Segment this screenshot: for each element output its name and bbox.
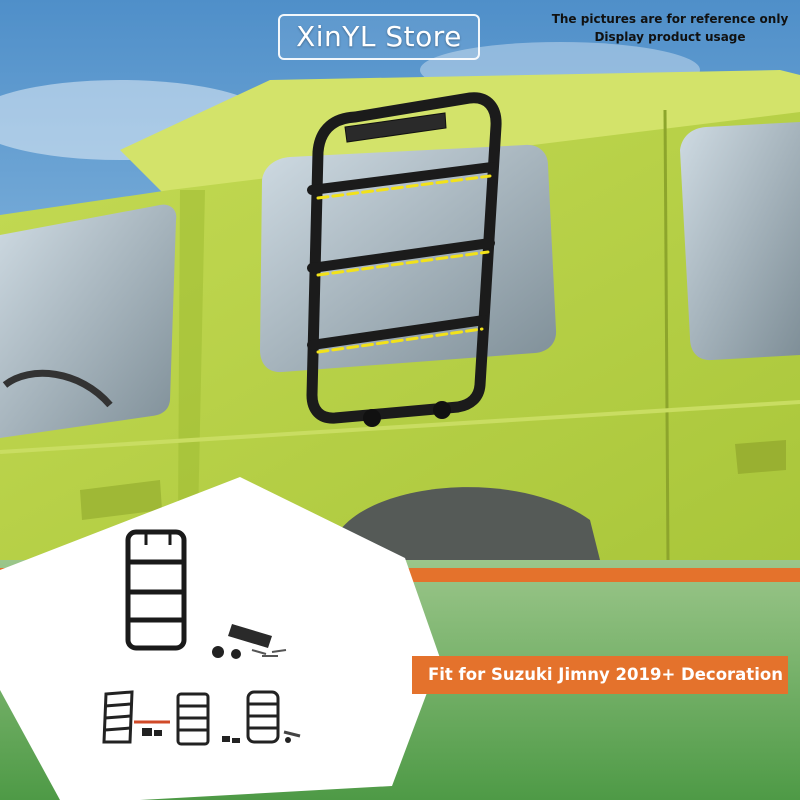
ladder-variant-1-icon	[102, 690, 170, 744]
cargo-window	[680, 122, 800, 361]
car-pillar	[178, 190, 205, 520]
store-logo: XinYL Store	[278, 14, 480, 60]
ladder-rung	[307, 162, 497, 195]
ladder-variant-2-icon	[176, 692, 240, 746]
rung-highlight	[316, 327, 484, 354]
product-panel	[0, 477, 440, 800]
ladder	[306, 92, 502, 427]
door-seam	[663, 109, 670, 561]
ladder-frame	[306, 92, 502, 424]
rung-highlight	[316, 174, 492, 200]
front-window	[0, 204, 177, 438]
ladder-rung	[307, 315, 489, 350]
door-handle	[735, 440, 786, 474]
reference-notice: The pictures are for reference only Disp…	[548, 10, 792, 46]
ladder-foot	[433, 401, 451, 419]
notice-line-1: The pictures are for reference only	[551, 12, 789, 26]
steering-wheel	[2, 369, 113, 408]
ladder-variant-3-icon	[246, 690, 301, 744]
notice-line-2: Display product usage	[594, 30, 746, 44]
ladder-product-icon	[125, 529, 187, 651]
hardware-kit-icon	[212, 624, 287, 659]
rung-highlight	[316, 250, 490, 277]
ladder-mount	[344, 112, 447, 143]
ladder-foot	[363, 409, 381, 427]
ladder-rung	[307, 238, 495, 273]
wheel-arch	[330, 487, 600, 560]
fitment-banner: Fit for Suzuki Jimny 2019+ Decoration	[412, 656, 788, 694]
door-handle	[80, 480, 162, 520]
body-crease	[0, 400, 800, 454]
